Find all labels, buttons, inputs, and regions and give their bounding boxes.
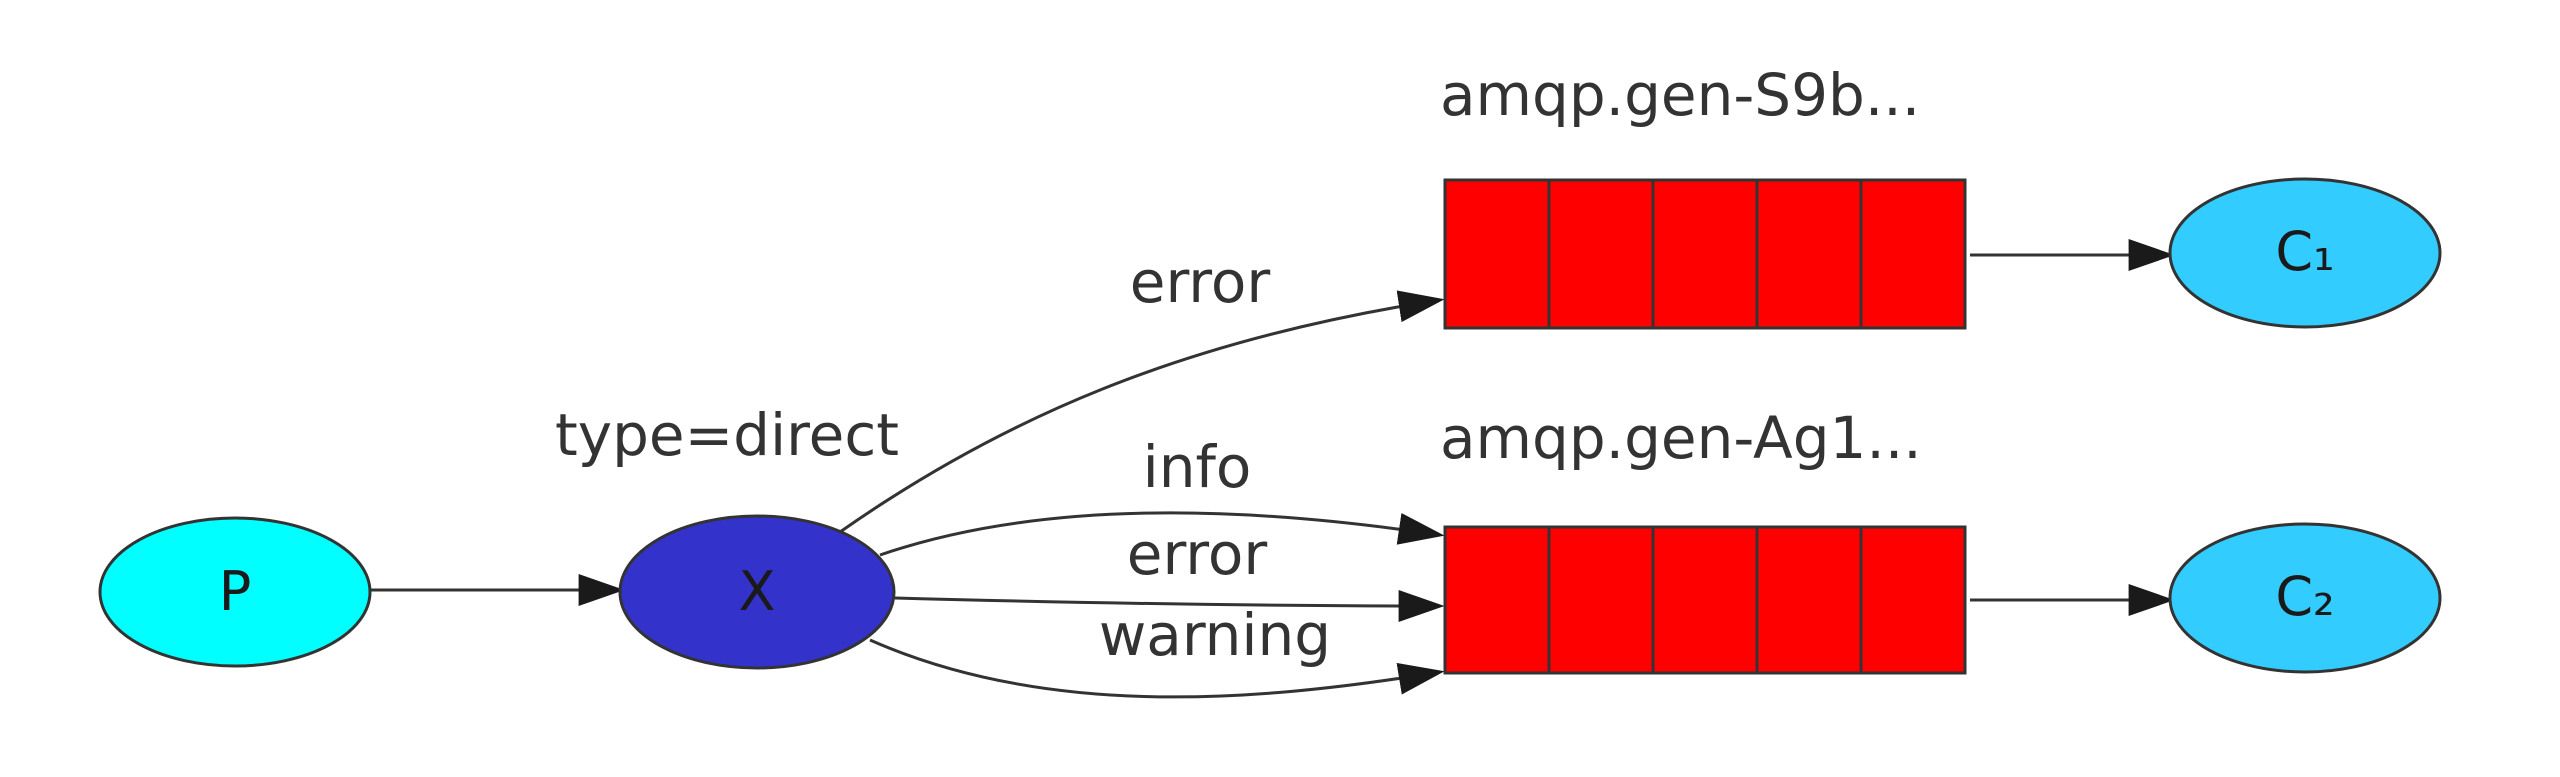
exchange-label: X xyxy=(739,560,776,623)
queue1-name: amqp.gen-S9b... xyxy=(1440,61,1920,129)
producer-node: P xyxy=(98,516,372,668)
queue1-cell xyxy=(1859,178,1967,330)
producer-label: P xyxy=(219,560,252,623)
queue2-cell xyxy=(1547,525,1655,675)
binding-label-error-queue2: error xyxy=(1127,520,1268,588)
queue2-cell xyxy=(1755,525,1863,675)
edge-binding-error-queue1 xyxy=(839,290,1445,534)
queue1-cell xyxy=(1443,178,1551,330)
exchange-shape xyxy=(618,514,896,670)
consumer2-node: C₂ xyxy=(2168,522,2442,674)
consumer2-shape xyxy=(2168,522,2442,674)
consumer1-shape xyxy=(2168,177,2442,329)
consumer2-label: C₂ xyxy=(2275,565,2334,628)
queue1-cell xyxy=(1547,178,1655,330)
producer-shape xyxy=(98,516,372,668)
edge-binding-error-queue2 xyxy=(894,589,1445,622)
edge-binding-warning-queue2 xyxy=(869,638,1445,699)
binding-label-warning: warning xyxy=(1099,601,1331,669)
binding-label-error-queue1: error xyxy=(1130,248,1271,316)
edge-binding-info-queue2 xyxy=(879,511,1445,557)
consumer1-label: C₁ xyxy=(2275,220,2334,283)
exchange-node: X xyxy=(618,514,896,670)
queue1 xyxy=(1443,178,1967,330)
queue1-cell xyxy=(1651,178,1759,330)
binding-label-info: info xyxy=(1143,433,1252,501)
queue2-name: amqp.gen-Ag1... xyxy=(1440,404,1922,472)
exchange-type-label: type=direct xyxy=(555,401,899,469)
consumer1-node: C₁ xyxy=(2168,177,2442,329)
queue2-cell xyxy=(1859,525,1967,675)
queue2 xyxy=(1443,525,1967,675)
queue1-cell xyxy=(1755,178,1863,330)
queue2-cell xyxy=(1443,525,1551,675)
queue2-cell xyxy=(1651,525,1759,675)
